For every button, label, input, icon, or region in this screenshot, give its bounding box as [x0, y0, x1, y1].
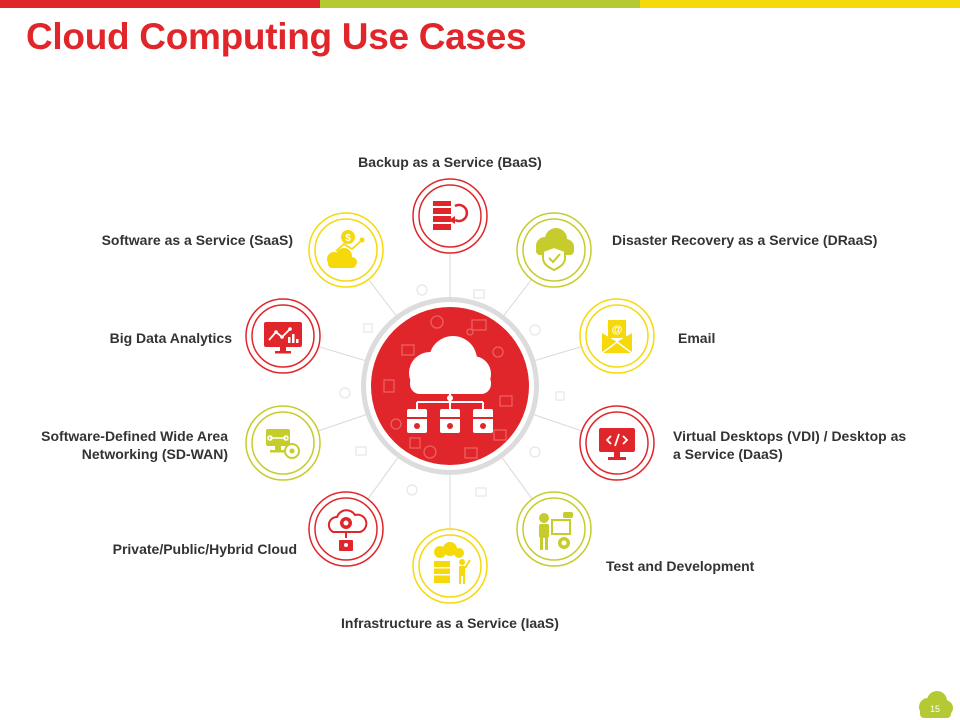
label-big-data: Big Data Analytics	[109, 330, 232, 346]
iaas-node[interactable]	[412, 528, 488, 604]
page-number: 15	[929, 704, 940, 714]
draas-node[interactable]	[516, 212, 592, 288]
label-vdi-daas: Virtual Desktops (VDI) / Desktop as a Se…	[673, 428, 907, 462]
cloud-page-icon	[919, 691, 953, 718]
label-test-dev: Test and Development	[606, 558, 755, 574]
cloud-network-icon	[407, 336, 493, 433]
analytics-monitor-icon	[264, 322, 302, 354]
server-backup-icon	[433, 201, 469, 230]
label-email: Email	[678, 330, 716, 346]
label-sd-wan: Software-Defined Wide Area Networking (S…	[41, 428, 228, 462]
email-node[interactable]: @	[579, 298, 655, 374]
background-icons	[339, 284, 565, 497]
hybrid-cloud-node[interactable]	[308, 491, 384, 567]
top-bar-green	[320, 0, 640, 8]
cloud-gear-lock-icon	[327, 509, 368, 551]
saas-node[interactable]: $	[308, 212, 384, 288]
top-bar-red	[0, 0, 320, 8]
monitor-code-icon	[599, 428, 635, 460]
label-baas: Backup as a Service (BaaS)	[358, 154, 542, 170]
server-racks-icon	[434, 542, 471, 584]
developer-gear-icon	[539, 512, 573, 550]
sd-wan-node[interactable]	[245, 405, 321, 481]
label-saas: Software as a Service (SaaS)	[101, 232, 293, 248]
label-draas: Disaster Recovery as a Service (DRaaS)	[612, 232, 878, 248]
label-hybrid-cloud: Private/Public/Hybrid Cloud	[112, 541, 297, 557]
vdi-node[interactable]	[579, 405, 655, 481]
top-color-bar	[0, 0, 960, 8]
label-iaas: Infrastructure as a Service (IaaS)	[341, 615, 559, 631]
network-monitor-icon	[266, 429, 300, 459]
test-dev-node[interactable]	[516, 491, 592, 567]
envelope-icon: @	[601, 320, 633, 354]
cloud-dollar-icon: $	[327, 230, 365, 268]
backup-node[interactable]	[412, 178, 488, 254]
cloud-shield-icon	[536, 228, 574, 272]
svg-text:$: $	[345, 233, 351, 244]
top-bar-yellow	[640, 0, 960, 8]
slide-title: Cloud Computing Use Cases	[26, 16, 527, 57]
central-hub	[361, 297, 539, 475]
big-data-node[interactable]	[245, 298, 321, 374]
svg-text:@: @	[612, 324, 623, 336]
